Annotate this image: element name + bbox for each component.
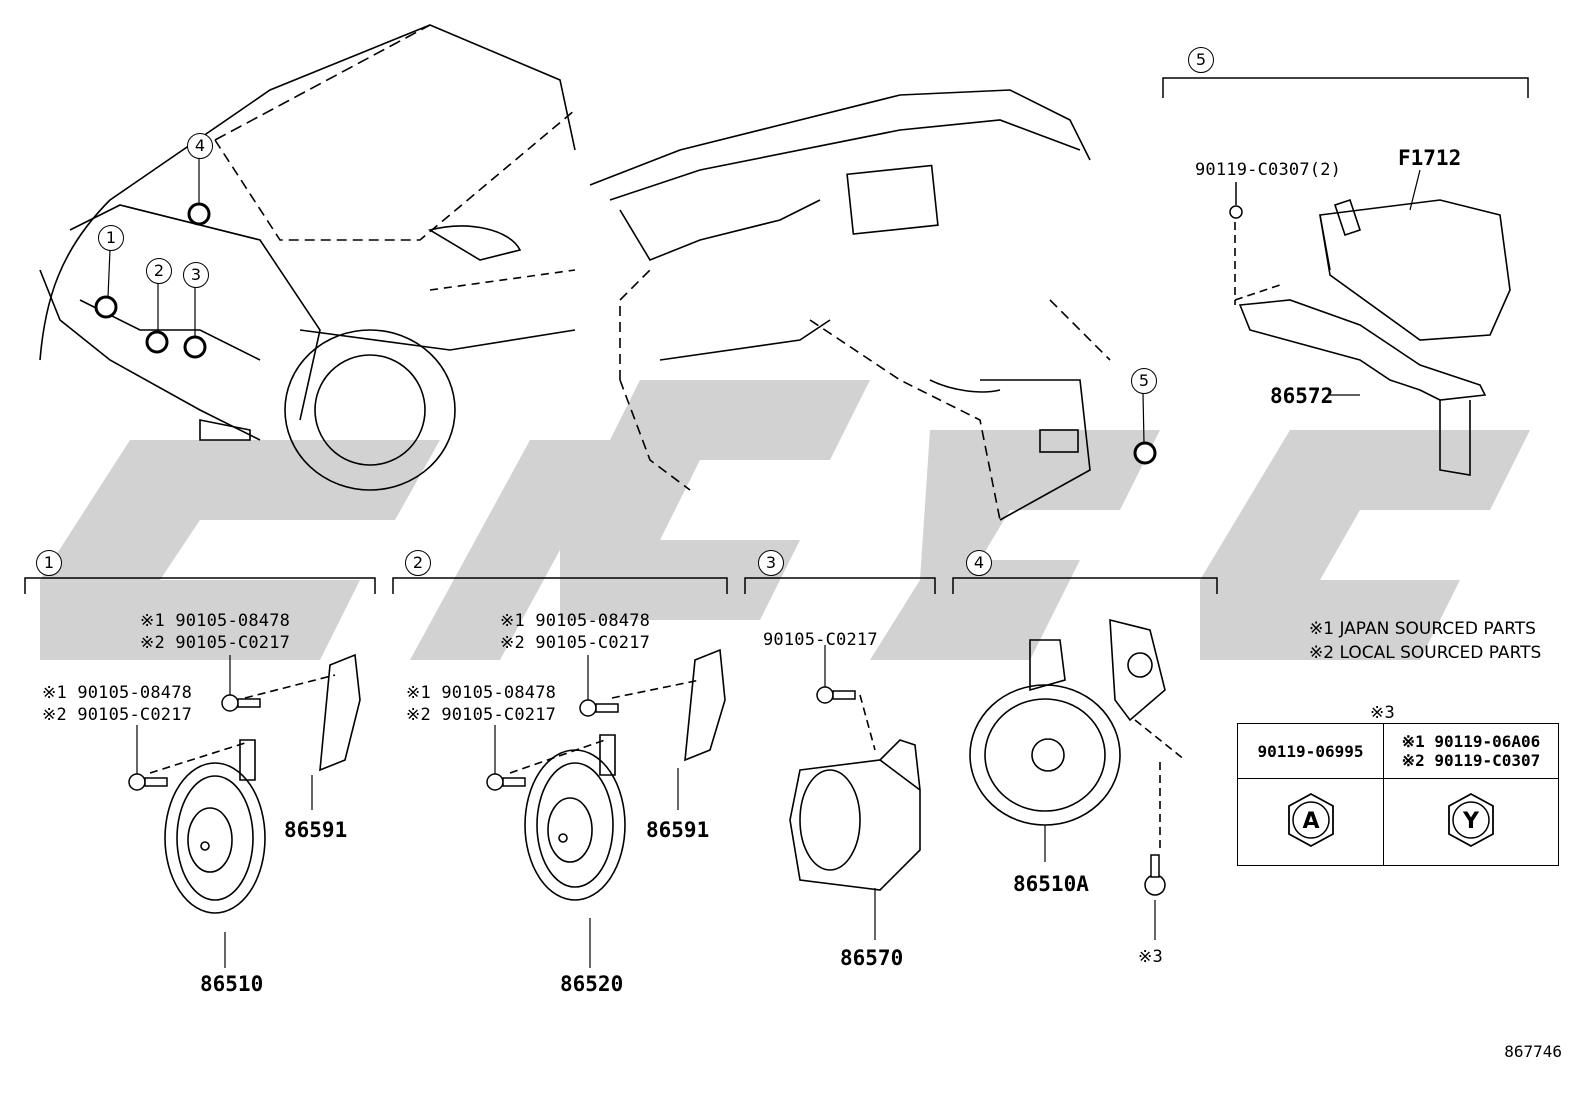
ref-table-title: ※3 bbox=[1370, 703, 1395, 723]
part-number-bracket[interactable]: 86572 bbox=[1270, 384, 1334, 408]
ref-part-b-local: ※2 90119-C0307 bbox=[1401, 751, 1541, 770]
ref-part-numbers-b[interactable]: ※1 90119-06A06 ※2 90119-C0307 bbox=[1383, 723, 1559, 779]
diagram-id: 867746 bbox=[1504, 1042, 1562, 1061]
part-number-bolt[interactable]: 90119-C0307(2) bbox=[1195, 160, 1342, 180]
part-number-horn[interactable]: 86510A bbox=[1013, 872, 1089, 896]
horn-86510-drawing bbox=[149, 653, 361, 968]
horn-86510A-drawing bbox=[969, 618, 1186, 940]
bolt-a-local-label[interactable]: ※2 90105-C0217 bbox=[140, 633, 291, 653]
part-number-cover[interactable]: F1712 bbox=[1398, 146, 1462, 170]
leader-lines-s1 bbox=[136, 655, 231, 774]
ref-mark-a: A bbox=[1302, 809, 1319, 834]
section-badge-3: 3 bbox=[758, 550, 784, 576]
bolt-icon bbox=[486, 699, 619, 791]
marker-2[interactable]: 2 bbox=[146, 258, 172, 284]
ref-mark-a-cell: A bbox=[1237, 778, 1384, 866]
bolt-b-local-label[interactable]: ※2 90105-C0217 bbox=[406, 705, 557, 725]
bolt-icon bbox=[1144, 854, 1166, 896]
part-number-horn[interactable]: 86510 bbox=[200, 972, 264, 996]
marker-5[interactable]: 5 bbox=[1131, 368, 1157, 394]
section-badge-2: 2 bbox=[405, 550, 431, 576]
car-front-view bbox=[39, 24, 576, 491]
marker-3[interactable]: 3 bbox=[183, 262, 209, 288]
bolt-reference-mark[interactable]: ※3 bbox=[1138, 947, 1163, 967]
section-5-bracket-line bbox=[1162, 77, 1529, 98]
marker-4[interactable]: 4 bbox=[187, 133, 213, 159]
section-badge-4: 4 bbox=[966, 550, 992, 576]
bolt-label[interactable]: 90105-C0217 bbox=[763, 630, 878, 650]
ref-part-number-a[interactable]: 90119-06995 bbox=[1237, 723, 1384, 779]
bolt-b-japan-label[interactable]: ※1 90105-08478 bbox=[406, 683, 557, 703]
leader-lines-s2 bbox=[494, 655, 589, 774]
part-number-siren[interactable]: 86570 bbox=[840, 946, 904, 970]
watermark-logo bbox=[40, 380, 1530, 660]
ecu-cover-and-bracket bbox=[1234, 198, 1511, 476]
bolt-icon bbox=[1229, 182, 1243, 219]
bolt-b-local-label[interactable]: ※2 90105-C0217 bbox=[42, 705, 193, 725]
siren-86570-drawing bbox=[789, 694, 921, 940]
section-bracket-lines bbox=[24, 577, 1218, 594]
section-badge-5: 5 bbox=[1188, 47, 1214, 73]
ref-mark-b: Y bbox=[1462, 809, 1480, 834]
dashboard-view bbox=[589, 89, 1111, 521]
bolt-a-local-label[interactable]: ※2 90105-C0217 bbox=[500, 633, 651, 653]
hex-bolt-icon: Y bbox=[1448, 792, 1494, 848]
legend-local-sourced: ※2 LOCAL SOURCED PARTS bbox=[1309, 643, 1542, 663]
legend-japan-sourced: ※1 JAPAN SOURCED PARTS bbox=[1309, 619, 1536, 639]
horn-86520-drawing bbox=[509, 648, 726, 968]
part-number-bracket[interactable]: 86591 bbox=[284, 818, 348, 842]
hex-bolt-icon: A bbox=[1287, 792, 1334, 848]
section-badge-1: 1 bbox=[36, 550, 62, 576]
ref-part-b-japan: ※1 90119-06A06 bbox=[1401, 732, 1541, 751]
bolt-icon bbox=[128, 694, 261, 791]
part-number-horn[interactable]: 86520 bbox=[560, 972, 624, 996]
part-number-bracket[interactable]: 86591 bbox=[646, 818, 710, 842]
bolt-reference-table: 90119-06995 ※1 90119-06A06 ※2 90119-C030… bbox=[1237, 723, 1559, 866]
bolt-a-japan-label[interactable]: ※1 90105-08478 bbox=[500, 611, 651, 631]
bolt-b-japan-label[interactable]: ※1 90105-08478 bbox=[42, 683, 193, 703]
bolt-a-japan-label[interactable]: ※1 90105-08478 bbox=[140, 611, 291, 631]
bolt-icon bbox=[816, 686, 856, 704]
marker-1[interactable]: 1 bbox=[98, 225, 124, 251]
ref-mark-b-cell: Y bbox=[1383, 778, 1559, 866]
leader-lines-s5 bbox=[1330, 169, 1421, 396]
